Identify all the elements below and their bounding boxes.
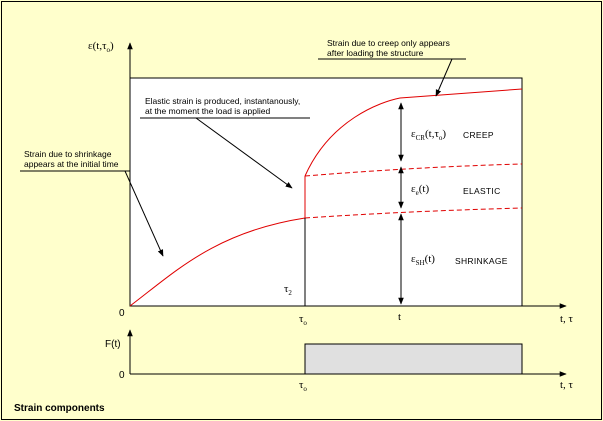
creep-name: CREEP xyxy=(463,130,494,140)
creep-symbol: εCR(t,τo) xyxy=(411,128,446,142)
shrinkage-name: SHRINKAGE xyxy=(455,256,508,266)
strain-axis-label: ε(t,τo) xyxy=(88,40,114,54)
creep-note-line1: Strain due to creep only appears xyxy=(327,38,450,48)
elastic-note-arrow xyxy=(195,117,293,189)
upper-plot-area xyxy=(129,77,523,307)
creep-note-arrow xyxy=(435,58,453,97)
total-strain-curve xyxy=(304,88,523,177)
load-origin-label: 0 xyxy=(119,370,125,381)
elastic-level-dashed xyxy=(304,163,523,177)
creep-note-line2: after loading the structure xyxy=(327,48,424,58)
load-axis-label: F(t) xyxy=(105,339,121,350)
load-tau0-label: τo xyxy=(299,379,307,393)
shrinkage-symbol: εSH(t) xyxy=(411,253,435,267)
load-step-block xyxy=(304,343,523,375)
elastic-note-line2: at the moment the load is applied xyxy=(145,106,270,116)
origin-label: 0 xyxy=(119,308,125,319)
tau2-label: τ2 xyxy=(284,283,292,297)
tau0-tick-label: τo xyxy=(299,313,307,327)
time-axis-label: t, τ xyxy=(560,313,574,325)
load-time-axis-label: t, τ xyxy=(560,379,574,391)
elastic-name: ELASTIC xyxy=(463,186,501,196)
shrinkage-note-arrow xyxy=(124,170,164,257)
elastic-note-line1: Elastic strain is produced, instantanous… xyxy=(145,96,300,106)
shrinkage-note-line2: appears at the initial time xyxy=(24,159,119,169)
elastic-symbol: εe(t) xyxy=(411,183,429,197)
t-tick-label: t xyxy=(398,311,401,323)
shrinkage-note-line1: Strain due to shrinkage xyxy=(24,149,112,159)
shrinkage-extension-dashed xyxy=(304,207,523,219)
shrinkage-curve xyxy=(129,217,306,307)
figure-caption: Strain components xyxy=(14,403,105,414)
